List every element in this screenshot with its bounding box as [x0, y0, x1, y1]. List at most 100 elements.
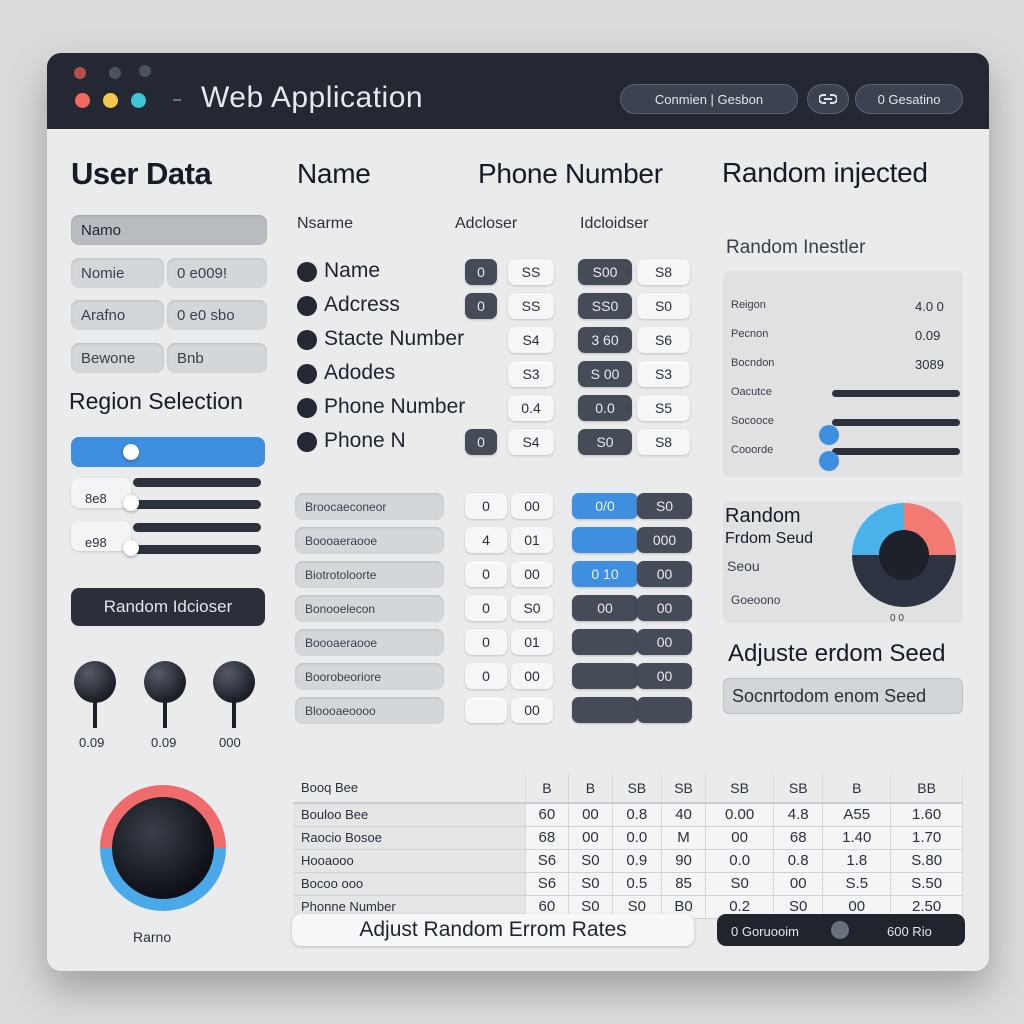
- rate-value[interactable]: 00: [511, 697, 553, 723]
- field-value[interactable]: Bnb: [167, 343, 267, 373]
- random-slider-track[interactable]: [832, 419, 960, 426]
- dial-knob[interactable]: [112, 797, 214, 899]
- region-slider-track[interactable]: [133, 500, 261, 509]
- rate-value[interactable]: 00: [511, 561, 553, 587]
- rate-toggle[interactable]: [572, 663, 638, 689]
- rate-toggle[interactable]: [572, 527, 638, 553]
- rate-toggle-value[interactable]: 00: [637, 561, 692, 587]
- rate-toggle-value[interactable]: [637, 697, 692, 723]
- rate-value[interactable]: 0: [465, 629, 507, 655]
- value-chip[interactable]: S3: [637, 361, 690, 387]
- rate-toggle-value[interactable]: S0: [637, 493, 692, 519]
- random-row-label: Cooorde: [731, 444, 774, 456]
- knob[interactable]: [74, 661, 116, 703]
- rate-value[interactable]: 4: [465, 527, 507, 553]
- rate-value[interactable]: [465, 697, 507, 723]
- footer-right-chip: 600 Rio: [887, 924, 932, 939]
- rate-value[interactable]: 0: [465, 561, 507, 587]
- rate-value[interactable]: 00: [511, 493, 553, 519]
- rate-toggle-value[interactable]: 00: [637, 595, 692, 621]
- knob[interactable]: [213, 661, 255, 703]
- field-value[interactable]: 0 e009!: [167, 258, 267, 288]
- random-row-label: Bocndon: [731, 357, 775, 369]
- adjust-seed-heading: Adjuste erdom Seed: [728, 640, 946, 667]
- random-slider-track[interactable]: [832, 448, 960, 455]
- rate-toggle[interactable]: 00: [572, 595, 638, 621]
- rate-value[interactable]: 01: [511, 527, 553, 553]
- random-button[interactable]: Random Idcioser: [71, 588, 265, 626]
- rate-value[interactable]: 0: [465, 663, 507, 689]
- rate-toggle-value[interactable]: 000: [637, 527, 692, 553]
- zoom-button[interactable]: [131, 93, 146, 108]
- value-chip[interactable]: S 00: [578, 361, 632, 387]
- field-value[interactable]: 0 e0 sbo: [167, 300, 267, 330]
- table-cell: 0.5: [612, 872, 662, 896]
- table-cell: 1.60: [890, 803, 963, 827]
- minimize-dot[interactable]: [109, 67, 121, 79]
- search-button[interactable]: Conmien | Gesbon: [620, 84, 798, 114]
- region-toggle-thumb[interactable]: [123, 444, 139, 460]
- error-dial[interactable]: [100, 785, 226, 911]
- rate-value[interactable]: S0: [511, 595, 553, 621]
- knob[interactable]: [144, 661, 186, 703]
- rate-toggle[interactable]: 0 10: [572, 561, 638, 587]
- region-option[interactable]: [71, 521, 131, 551]
- random-slider-thumb[interactable]: [819, 451, 839, 471]
- table-cell: 4.8: [773, 803, 824, 827]
- value-chip[interactable]: S3: [508, 361, 554, 387]
- rate-value[interactable]: 01: [511, 629, 553, 655]
- random-row-value: 3089: [915, 357, 944, 372]
- random-slider-track[interactable]: [832, 390, 960, 397]
- value-chip[interactable]: S0: [637, 293, 690, 319]
- value-chip[interactable]: SS: [508, 259, 554, 285]
- region-toggle[interactable]: [71, 437, 265, 467]
- rate-toggle[interactable]: 0/0: [572, 493, 638, 519]
- value-chip[interactable]: S00: [578, 259, 632, 285]
- settings-button[interactable]: 0 Gesatino: [855, 84, 963, 114]
- close-button[interactable]: [75, 93, 90, 108]
- value-chip[interactable]: S8: [637, 429, 690, 455]
- region-slider-thumb[interactable]: [123, 495, 139, 511]
- rate-toggle[interactable]: [572, 697, 638, 723]
- maximize-dot[interactable]: [139, 65, 151, 77]
- region-slider-track[interactable]: [133, 478, 261, 487]
- value-chip[interactable]: S4: [508, 327, 554, 353]
- rate-value[interactable]: 00: [511, 663, 553, 689]
- seed-input[interactable]: Socnrtodom enom Seed: [723, 678, 963, 714]
- name-field[interactable]: Namo: [71, 215, 267, 245]
- value-chip[interactable]: 0.4: [508, 395, 554, 421]
- region-slider-track[interactable]: [133, 523, 261, 532]
- rate-toggle[interactable]: [572, 629, 638, 655]
- value-chip[interactable]: 0: [465, 259, 497, 285]
- rate-toggle-value[interactable]: 00: [637, 629, 692, 655]
- link-icon[interactable]: [807, 84, 849, 114]
- value-chip[interactable]: 0.0: [578, 395, 632, 421]
- minimize-button[interactable]: [103, 93, 118, 108]
- close-dot[interactable]: [74, 67, 86, 79]
- rate-toggle-value[interactable]: 00: [637, 663, 692, 689]
- rate-value[interactable]: 0: [465, 595, 507, 621]
- knob-stem: [163, 698, 167, 728]
- rate-label: Biotrotoloorte: [295, 561, 444, 588]
- value-chip[interactable]: S0: [578, 429, 632, 455]
- value-chip[interactable]: S4: [508, 429, 554, 455]
- adjust-error-rates-button[interactable]: Adjust Random Errom Rates: [292, 914, 694, 946]
- value-chip[interactable]: 0: [465, 293, 497, 319]
- rate-value[interactable]: 0: [465, 493, 507, 519]
- value-chip[interactable]: S6: [637, 327, 690, 353]
- footer-toggle-thumb[interactable]: [831, 921, 849, 939]
- region-slider-thumb[interactable]: [123, 540, 139, 556]
- table-header: B: [822, 773, 892, 804]
- random-row-label: Reigon: [731, 299, 766, 311]
- value-chip[interactable]: 3 60: [578, 327, 632, 353]
- value-chip[interactable]: SS: [508, 293, 554, 319]
- region-slider-track[interactable]: [133, 545, 261, 554]
- region-option[interactable]: [71, 478, 131, 508]
- value-chip[interactable]: SS0: [578, 293, 632, 319]
- random-slider-thumb[interactable]: [819, 425, 839, 445]
- value-chip[interactable]: S8: [637, 259, 690, 285]
- value-chip[interactable]: 0: [465, 429, 497, 455]
- value-chip[interactable]: S5: [637, 395, 690, 421]
- random-row-label: Oacutce: [731, 386, 772, 398]
